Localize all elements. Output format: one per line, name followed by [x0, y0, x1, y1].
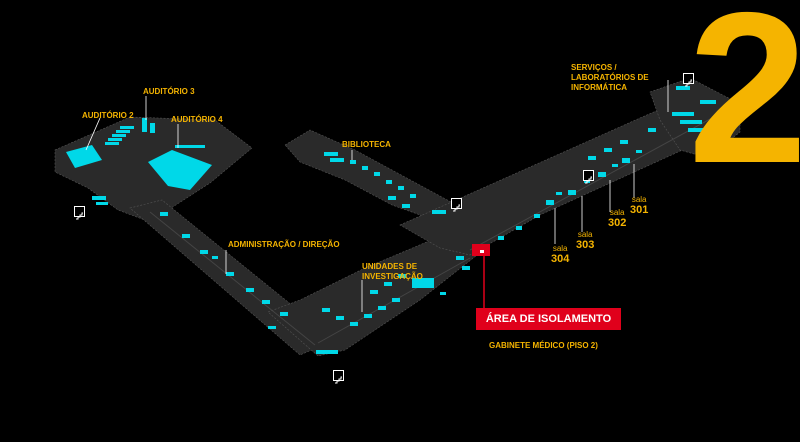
stairs-icon: [583, 170, 594, 184]
room: [322, 308, 330, 312]
room: [456, 256, 464, 260]
label-sala-303: sala 303: [576, 230, 594, 251]
label-unidades: UNIDADES DE INVESTIGAÇÃO: [362, 262, 423, 281]
room: [330, 158, 344, 162]
room: [364, 314, 372, 318]
room: [612, 164, 618, 167]
label-servicos: SERVIÇOS / LABORATÓRIOS DE INFORMÁTICA: [571, 63, 649, 92]
rooms: [66, 86, 716, 354]
room: [556, 192, 562, 195]
room-biblioteca: [324, 152, 338, 156]
label-auditorio-2: AUDITÓRIO 2: [82, 111, 134, 120]
stairs-icon: [683, 73, 694, 87]
stairs-icon: [74, 206, 85, 220]
room: [362, 166, 368, 170]
room: [398, 186, 404, 190]
sala-number: 303: [576, 239, 595, 251]
room: [700, 100, 716, 104]
room: [92, 196, 106, 200]
room: [534, 214, 540, 218]
room: [370, 290, 378, 294]
room: [516, 226, 522, 230]
floor-plates: [54, 77, 741, 357]
sala-word: sala: [609, 208, 625, 217]
room: [350, 160, 356, 164]
room: [175, 145, 205, 148]
room: [462, 266, 470, 270]
room: [620, 140, 628, 144]
room-sala-304: [546, 200, 554, 205]
sala-number: 302: [608, 217, 627, 229]
room: [440, 292, 446, 295]
room-sala-303: [568, 190, 576, 195]
room-auditorio-3: [142, 118, 147, 132]
label-administracao: ADMINISTRAÇÃO / DIREÇÃO: [228, 240, 340, 249]
room: [588, 156, 596, 160]
room: [402, 204, 410, 208]
room: [604, 148, 612, 152]
label-auditorio-3: AUDITÓRIO 3: [143, 87, 195, 96]
label-auditorio-4: AUDITÓRIO 4: [171, 115, 223, 124]
room: [280, 312, 288, 316]
label-sala-304: sala 304: [551, 244, 569, 265]
isolation-area-door: [480, 250, 484, 253]
wing-auditorios: [54, 116, 253, 223]
floor-number: 2: [688, 0, 800, 208]
room: [268, 326, 276, 329]
room-sala-301: [622, 158, 630, 163]
sala-word: sala: [631, 195, 647, 204]
room: [246, 288, 254, 292]
room: [636, 150, 642, 153]
room-unidades: [412, 278, 434, 288]
room: [398, 274, 406, 278]
label-biblioteca: BIBLIOTECA: [342, 140, 391, 149]
stairs-icon: [333, 370, 344, 384]
room-servicos: [672, 112, 694, 116]
room: [212, 256, 218, 259]
room: [120, 126, 134, 129]
room-auditorio-4: [148, 150, 212, 190]
room: [336, 316, 344, 320]
room-sala-302: [598, 172, 606, 177]
room: [105, 142, 119, 145]
room: [262, 300, 270, 304]
stairs-icon: [451, 198, 462, 212]
room: [498, 236, 504, 240]
sala-number: 301: [630, 204, 649, 216]
wing-servicos: [649, 77, 741, 159]
sala-word: sala: [577, 230, 593, 239]
leader-lines: [85, 80, 669, 312]
room: [384, 282, 392, 286]
room: [378, 306, 386, 310]
room: [392, 298, 400, 302]
room: [108, 138, 122, 141]
room: [388, 196, 396, 200]
room: [96, 202, 108, 205]
label-sala-302: sala 302: [608, 208, 626, 229]
gabinete-medico-label: GABINETE MÉDICO (PISO 2): [489, 341, 598, 350]
room: [116, 130, 130, 133]
room: [350, 322, 358, 326]
room: [160, 212, 168, 216]
room: [410, 194, 416, 198]
room: [386, 180, 392, 184]
room: [150, 123, 155, 133]
room: [676, 86, 690, 90]
room: [112, 134, 126, 137]
sala-number: 304: [551, 253, 570, 265]
room: [648, 128, 656, 132]
room: [432, 210, 446, 214]
room: [182, 234, 190, 238]
room: [200, 250, 208, 254]
room: [226, 272, 234, 276]
label-sala-301: sala 301: [630, 195, 648, 216]
room-auditorio-2: [66, 145, 102, 168]
room: [316, 350, 338, 354]
room: [680, 120, 702, 124]
room: [688, 128, 710, 132]
isolation-area-label: ÁREA DE ISOLAMENTO: [476, 308, 621, 330]
room: [374, 172, 380, 176]
sala-word: sala: [552, 244, 568, 253]
